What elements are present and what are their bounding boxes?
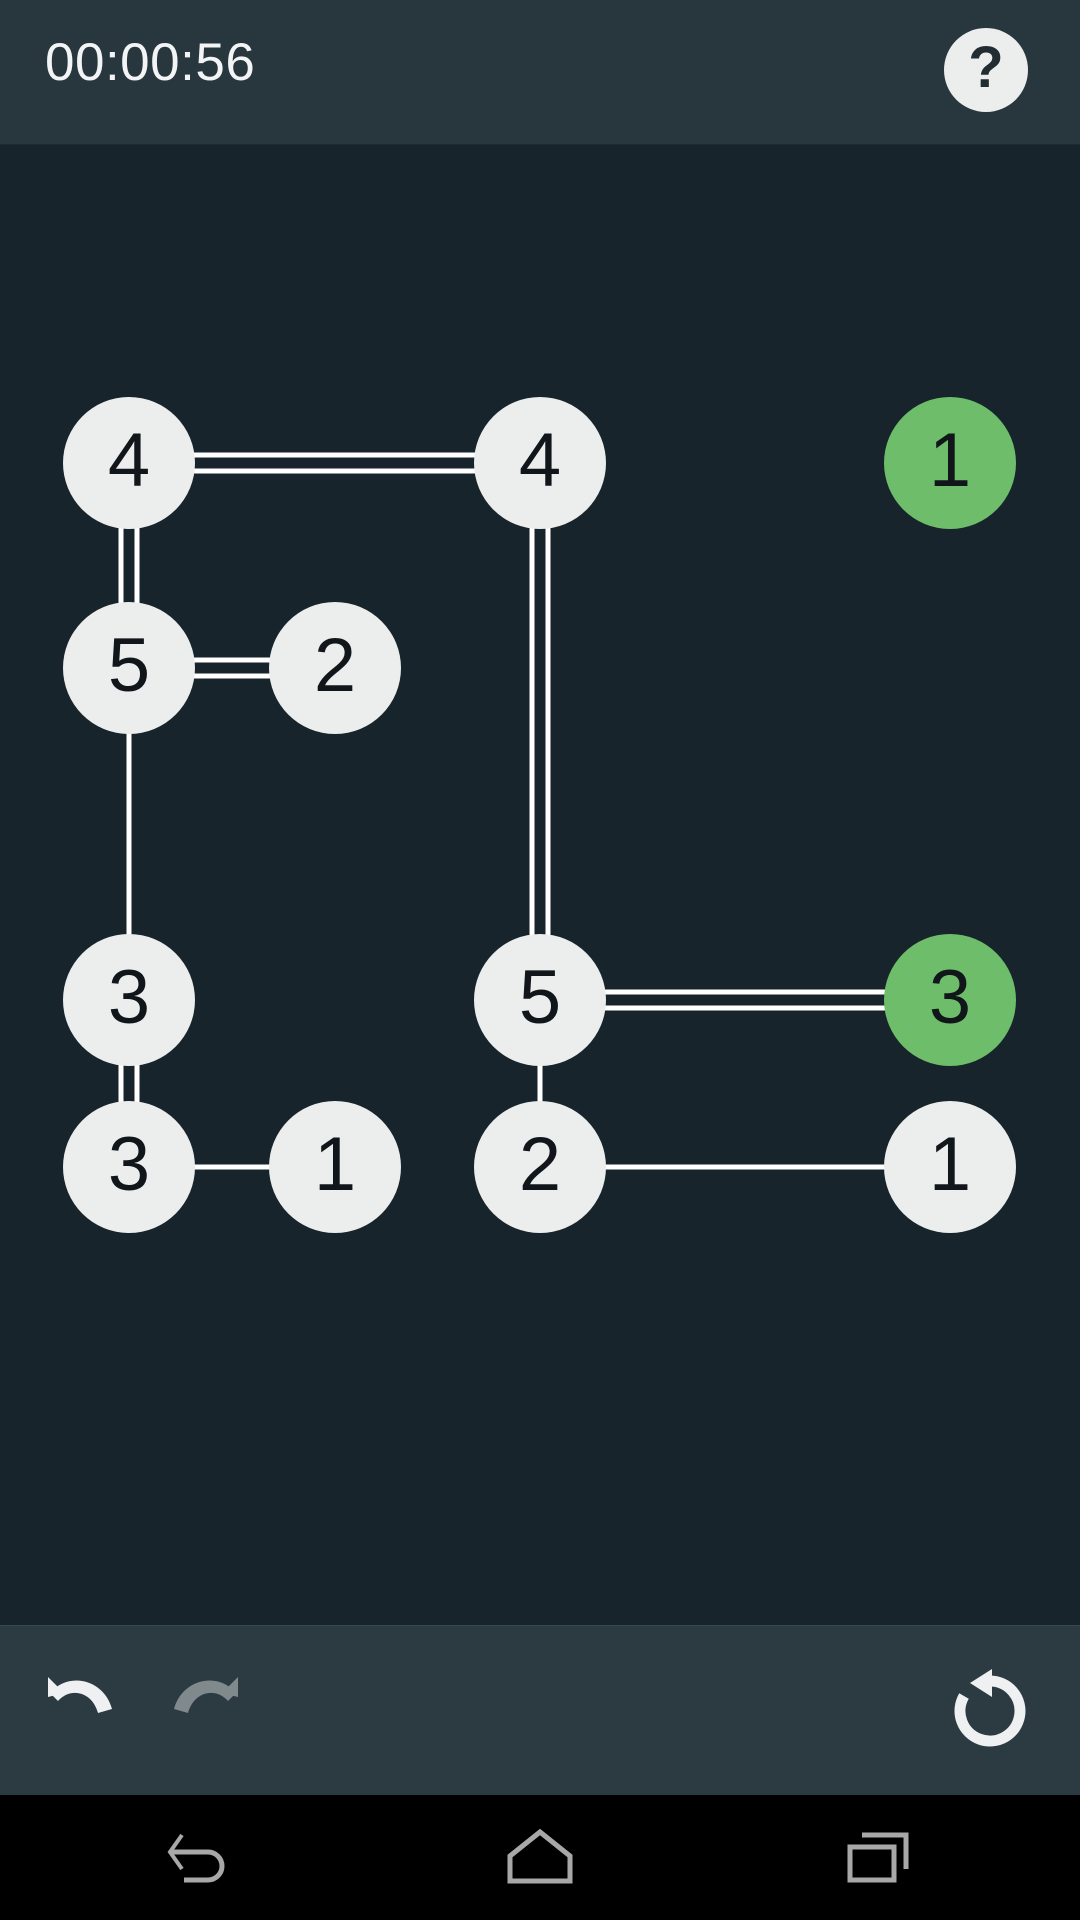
bottom-toolbar [0,1625,1080,1795]
island-node[interactable]: 3 [63,934,195,1066]
island-node[interactable]: 4 [474,397,606,529]
island-node[interactable]: 1 [884,1101,1016,1233]
island-value: 5 [107,623,151,708]
island-value: 3 [107,1122,151,1207]
island-node[interactable]: 1 [269,1101,401,1233]
status-bar: 00:00:56 ? [0,0,1080,145]
home-icon [507,1828,573,1884]
restart-icon [954,1669,1026,1747]
island-value: 1 [928,418,972,503]
island-node[interactable]: 5 [63,602,195,734]
island-node[interactable]: 2 [474,1101,606,1233]
redo-button[interactable] [150,1651,270,1771]
island-node[interactable]: 4 [63,397,195,529]
island-node[interactable]: 3 [884,934,1016,1066]
island-value: 4 [107,418,151,503]
puzzle-board[interactable]: 4 4 1 5 2 3 5 3 3 1 2 1 [0,145,1080,1625]
nav-back-button[interactable] [135,1813,265,1903]
android-nav-bar [0,1795,1080,1920]
redo-icon [174,1677,238,1713]
island-node[interactable]: 5 [474,934,606,1066]
island-node[interactable]: 2 [269,602,401,734]
island-value: 4 [518,418,562,503]
bridge-layer [118,452,886,1170]
island-value: 1 [313,1122,357,1207]
help-question-mark: ? [968,35,1004,100]
island-value: 3 [107,955,151,1040]
island-value: 5 [518,955,562,1040]
island-value: 2 [313,623,357,708]
island-node[interactable]: 1 [884,397,1016,529]
undo-button[interactable] [16,1651,136,1771]
nav-recents-button[interactable] [815,1813,945,1903]
nav-home-button[interactable] [475,1813,605,1903]
elapsed-timer: 00:00:56 [45,33,256,92]
island-value: 2 [518,1122,562,1207]
back-icon [167,1833,225,1883]
undo-icon [48,1677,112,1713]
restart-button[interactable] [930,1651,1050,1771]
island-value: 1 [928,1122,972,1207]
island-node[interactable]: 3 [63,1101,195,1233]
recents-icon [847,1832,909,1883]
help-icon[interactable]: ? [944,28,1028,112]
island-value: 3 [928,955,972,1040]
